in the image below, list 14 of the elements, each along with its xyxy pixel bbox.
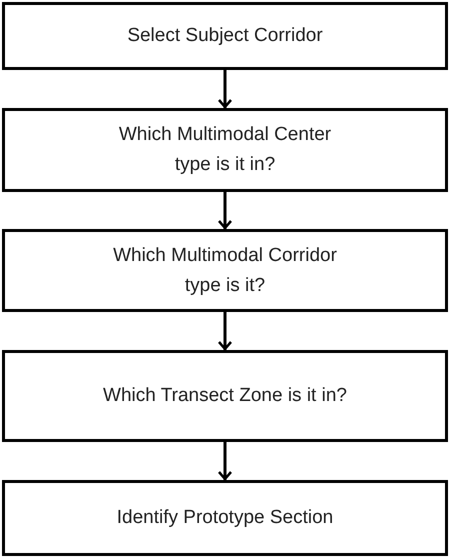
process-box	[2, 350, 448, 442]
box-text: Select Subject Corridor	[127, 24, 323, 48]
box-text: Which Multimodal Corridor type is it?	[112, 244, 338, 298]
box-text: Which Multimodal Center type is it in?	[118, 123, 332, 177]
arrow	[218, 192, 232, 230]
arrow	[218, 70, 232, 108]
process-box	[2, 108, 448, 192]
box-text: Identify Prototype Section	[116, 506, 334, 530]
arrow	[218, 442, 232, 480]
process-box	[2, 229, 448, 312]
arrow	[218, 312, 232, 350]
box-text: Which Transect Zone is it in?	[103, 384, 347, 408]
process-box	[2, 2, 448, 70]
process-box	[2, 480, 448, 556]
